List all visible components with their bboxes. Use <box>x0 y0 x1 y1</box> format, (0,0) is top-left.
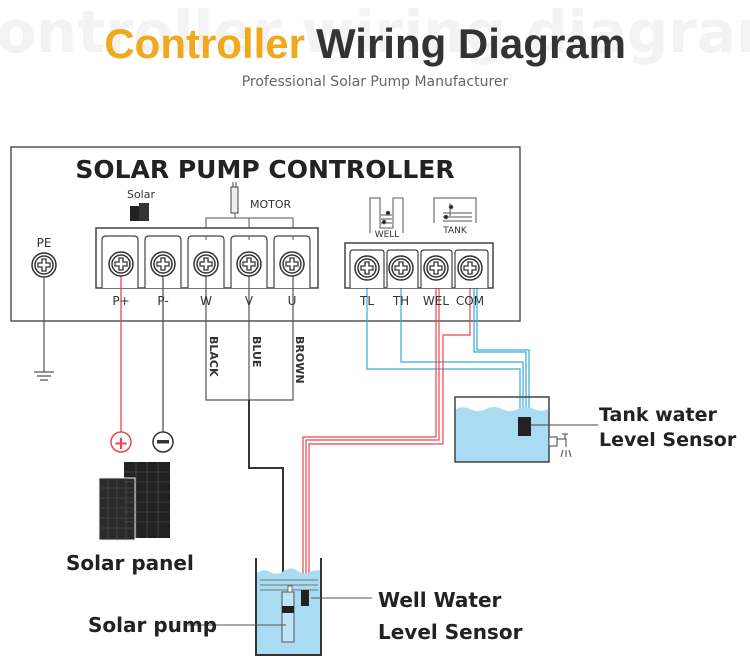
terminal-label-w: W <box>200 294 212 308</box>
terminal-label-p-plus: P+ <box>112 294 129 308</box>
terminal-wel-screw-icon[interactable] <box>423 255 449 281</box>
terminal-label-tl: TL <box>359 294 374 308</box>
well-sensor-label-line2: Level Sensor <box>378 620 523 644</box>
plus-symbol-icon: + <box>110 431 132 454</box>
subtitle: Professional Solar Pump Manufacturer <box>242 74 509 90</box>
well-icon-label: WELL <box>375 230 400 240</box>
tank-icon-label: TANK <box>442 226 468 236</box>
solar-pump-icon <box>281 585 295 643</box>
terminal-tl-screw-icon[interactable] <box>354 255 380 281</box>
terminal-p-minus-screw-icon[interactable] <box>150 251 176 277</box>
pump-cable <box>248 400 284 597</box>
title-accent: Controller <box>104 20 305 67</box>
well-level-sensor <box>301 590 309 606</box>
terminal-label-u: U <box>288 294 297 308</box>
terminal-label-wel: WEL <box>423 294 449 308</box>
title-rest: Wiring Diagram <box>316 20 626 67</box>
tank-sensor-label-line1: Tank water <box>599 404 717 426</box>
motor-label: MOTOR <box>250 198 292 211</box>
faucet-icon <box>548 433 572 458</box>
water-tank <box>454 396 550 463</box>
solar-label: Solar <box>127 188 156 201</box>
well-icon <box>369 197 404 233</box>
ground-wire <box>34 277 54 381</box>
tank-icon <box>433 197 477 223</box>
terminal-v-screw-icon[interactable] <box>236 251 262 277</box>
watermark-image <box>0 0 750 70</box>
terminal-com-screw-icon[interactable] <box>457 255 483 281</box>
terminal-label-th: TH <box>392 294 409 308</box>
solar-pump-label: Solar pump <box>88 613 217 637</box>
terminal-label-com: COM <box>456 294 484 308</box>
terminal-w-screw-icon[interactable] <box>193 251 219 277</box>
solar-icon <box>130 203 149 221</box>
wire-label-blue: BLUE <box>250 336 263 367</box>
terminal-label-v: V <box>245 294 254 308</box>
well-sensor-label-line1: Well Water <box>378 588 502 612</box>
terminal-u-screw-icon[interactable] <box>279 251 305 277</box>
terminal-label-p-minus: P- <box>157 294 168 308</box>
terminal-th-screw-icon[interactable] <box>388 255 414 281</box>
motor-icon <box>230 182 239 214</box>
solar-panel-icon <box>98 462 170 541</box>
tank-sensor-label-line2: Level Sensor <box>599 429 737 451</box>
minus-symbol-icon <box>152 431 174 453</box>
tank-level-sensor <box>518 417 531 436</box>
wire-label-black: BLACK <box>207 336 220 377</box>
red-sensor-wires <box>302 268 471 596</box>
wire-label-brown: BROWN <box>293 336 306 384</box>
terminal-p-plus-screw-icon[interactable] <box>108 251 134 277</box>
pe-screw-icon[interactable] <box>31 252 57 278</box>
svg-text:+: + <box>113 433 128 454</box>
controller-title: SOLAR PUMP CONTROLLER <box>75 155 454 184</box>
pe-label: PE <box>37 236 52 250</box>
solar-panel-label: Solar panel <box>66 551 194 575</box>
